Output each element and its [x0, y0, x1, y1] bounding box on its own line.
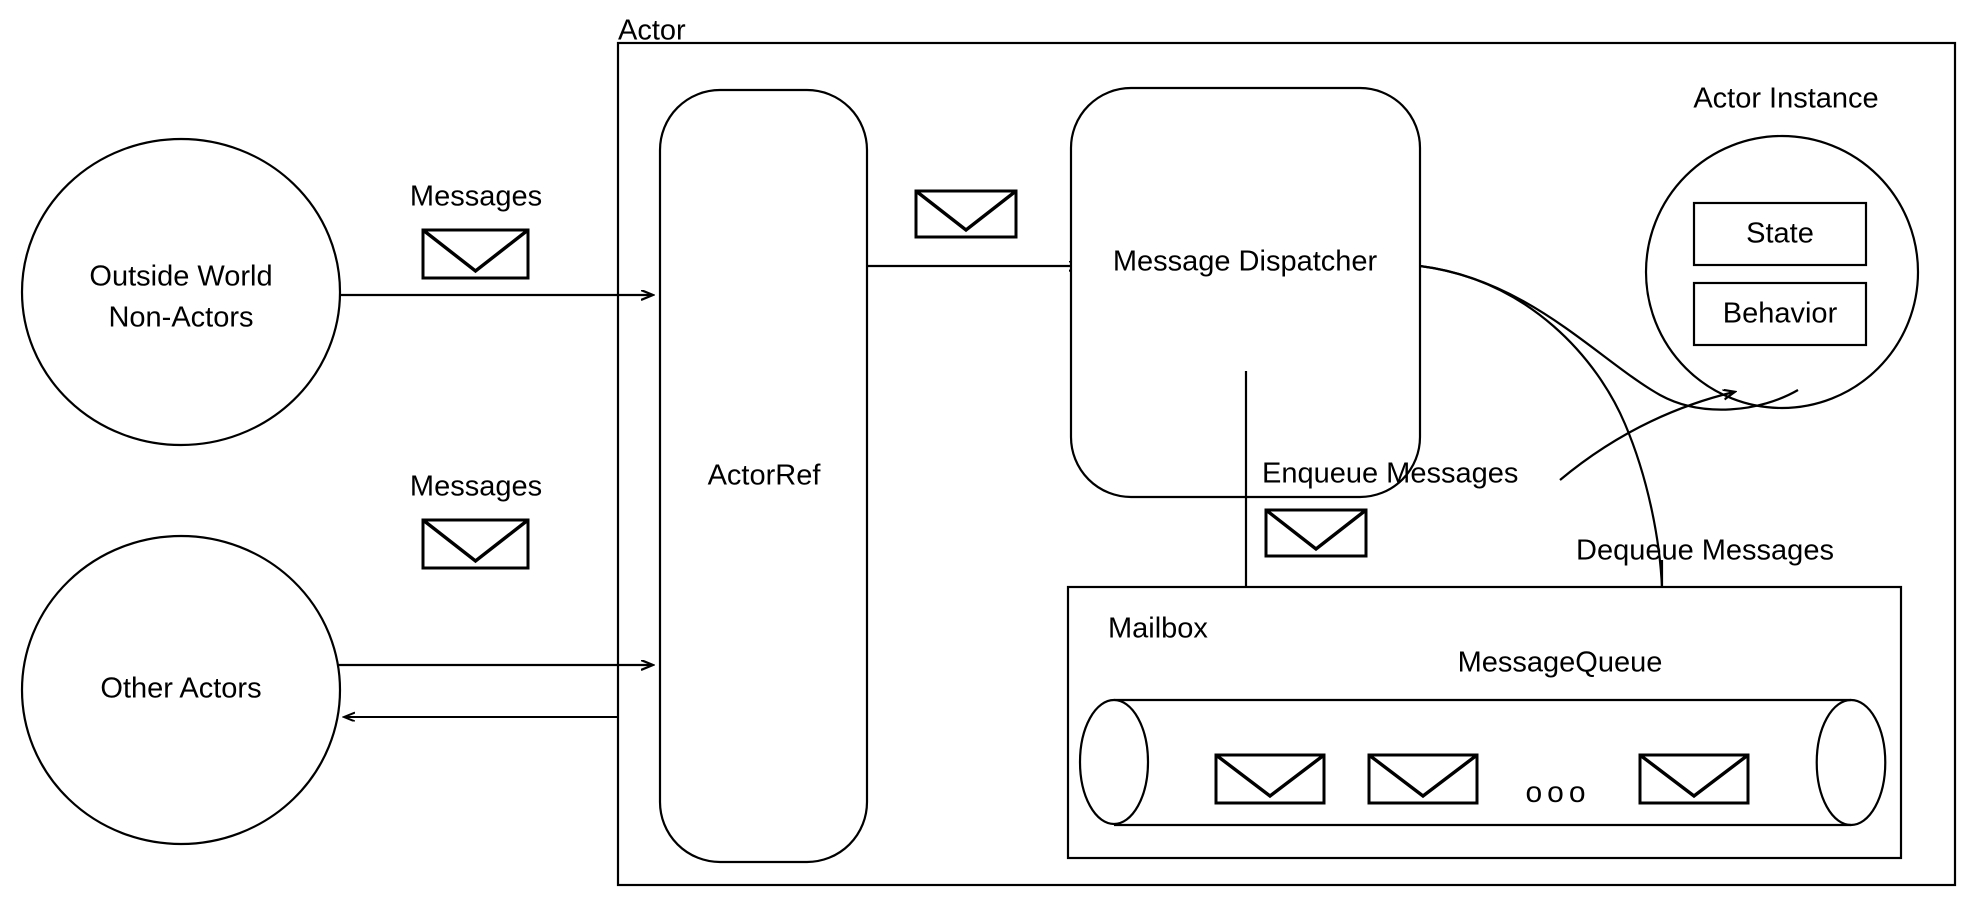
actor-ref-label: ActorRef: [708, 460, 822, 492]
envelope-icon-queue-2: [1367, 753, 1479, 805]
actor-instance-label: Actor Instance: [1693, 83, 1878, 115]
envelope-icon-queue-1: [1214, 753, 1326, 805]
mailbox-box[interactable]: [1066, 585, 1903, 860]
messages-top-label: Messages: [410, 181, 542, 213]
state-box[interactable]: [1692, 201, 1868, 267]
outside-world-ellipse[interactable]: [20, 137, 342, 447]
messages-bottom-label: Messages: [410, 471, 542, 503]
envelope-icon-queue-3: [1638, 753, 1750, 805]
queue-ellipsis: ooo: [1525, 776, 1590, 809]
curve-dispatcher-dequeue: [1419, 264, 1664, 589]
actor-container-label: Actor: [618, 15, 686, 47]
envelope-icon-top-message: [421, 228, 530, 280]
mailbox-label: Mailbox: [1108, 613, 1208, 645]
curve-deliver-to-actor-instance: [1559, 392, 1734, 481]
envelope-icon-enqueue: [1264, 508, 1368, 558]
behavior-label: Behavior: [1723, 298, 1838, 330]
behavior-box[interactable]: [1692, 281, 1868, 347]
envelope-icon-bottom-message: [421, 518, 530, 570]
other-actors-ellipse[interactable]: [20, 534, 342, 846]
message-queue-cylinder[interactable]: [1078, 698, 1887, 827]
envelope-icon-dispatch: [914, 189, 1018, 239]
enqueue-messages-label: Enqueue Messages: [1262, 458, 1518, 490]
dequeue-messages-label: Dequeue Messages: [1576, 535, 1834, 567]
outside-world-label-line2: Non-Actors: [108, 302, 253, 334]
message-dispatcher-label: Message Dispatcher: [1113, 246, 1378, 278]
other-actors-label: Other Actors: [100, 673, 261, 705]
actor-ref-box[interactable]: [658, 88, 869, 864]
message-queue-label: MessageQueue: [1458, 647, 1663, 679]
outside-world-label-line1: Outside World: [89, 261, 272, 293]
state-label: State: [1746, 218, 1814, 250]
actor-instance-circle[interactable]: [1644, 134, 1920, 410]
